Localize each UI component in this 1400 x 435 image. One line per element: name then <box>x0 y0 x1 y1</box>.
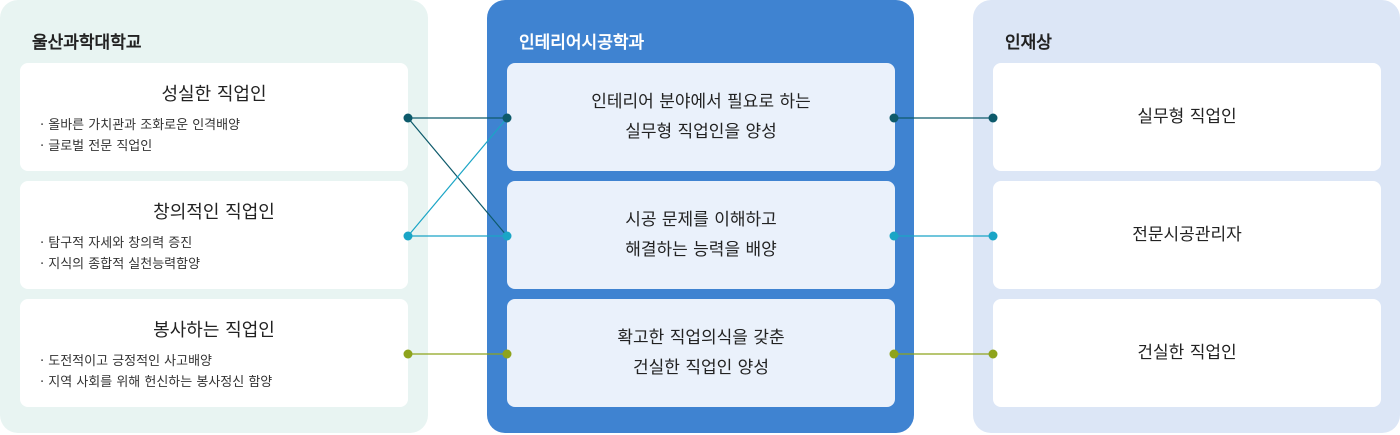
talent-item-label: 전문시공관리자 <box>1132 225 1242 245</box>
university-panel: 울산과학대학교 성실한 직업인 올바른 가치관과 조화로운 인격배양 글로벌 전… <box>0 0 428 433</box>
univ-item-creative: 창의적인 직업인 탐구적 자세와 창의력 증진 지식의 종합적 실천능력함양 <box>20 181 408 289</box>
dept-goal-line1: 확고한 직업의식을 갖춘 <box>617 328 785 348</box>
univ-item-bullets: 올바른 가치관과 조화로운 인격배양 글로벌 전문 직업인 <box>40 115 240 157</box>
univ-item-bullets: 탐구적 자세와 창의력 증진 지식의 종합적 실천능력함양 <box>40 233 200 275</box>
univ-item-title: 성실한 직업인 <box>161 84 267 105</box>
university-title: 울산과학대학교 <box>32 33 142 53</box>
department-title: 인테리어시공학과 <box>519 33 645 53</box>
bullet: 지역 사회를 위해 헌신하는 봉사정신 함양 <box>40 372 272 393</box>
talent-panel: 인재상 실무형 직업인 전문시공관리자 건실한 직업인 <box>973 0 1400 433</box>
bullet: 도전적이고 긍정적인 사고배양 <box>40 351 272 372</box>
bullet: 글로벌 전문 직업인 <box>40 136 240 157</box>
univ-item-title: 봉사하는 직업인 <box>153 320 275 341</box>
univ-item-title: 창의적인 직업인 <box>153 202 275 223</box>
talent-item-construction-manager: 전문시공관리자 <box>993 181 1381 289</box>
univ-item-bullets: 도전적이고 긍정적인 사고배양 지역 사회를 위해 헌신하는 봉사정신 함양 <box>40 351 272 393</box>
dept-goal-line2: 실무형 직업인을 양성 <box>625 122 777 142</box>
dept-goal-problem-solving: 시공 문제를 이해하고 해결하는 능력을 배양 <box>507 181 895 289</box>
univ-item-service: 봉사하는 직업인 도전적이고 긍정적인 사고배양 지역 사회를 위해 헌신하는 … <box>20 299 408 407</box>
dept-goal-practical: 인테리어 분야에서 필요로 하는 실무형 직업인을 양성 <box>507 63 895 171</box>
bullet: 탐구적 자세와 창의력 증진 <box>40 233 200 254</box>
dept-goal-line2: 해결하는 능력을 배양 <box>625 240 777 260</box>
talent-item-sound: 건실한 직업인 <box>993 299 1381 407</box>
talent-item-label: 실무형 직업인 <box>1137 107 1237 127</box>
department-panel: 인테리어시공학과 인테리어 분야에서 필요로 하는 실무형 직업인을 양성 시공… <box>487 0 914 433</box>
dept-goal-professionalism: 확고한 직업의식을 갖춘 건실한 직업인 양성 <box>507 299 895 407</box>
talent-item-practical: 실무형 직업인 <box>993 63 1381 171</box>
talent-item-label: 건실한 직업인 <box>1137 343 1237 363</box>
dept-goal-line1: 시공 문제를 이해하고 <box>625 210 777 230</box>
talent-title: 인재상 <box>1005 33 1052 53</box>
dept-goal-line1: 인테리어 분야에서 필요로 하는 <box>591 92 811 112</box>
bullet: 올바른 가치관과 조화로운 인격배양 <box>40 115 240 136</box>
dept-goal-line2: 건실한 직업인 양성 <box>633 358 769 378</box>
bullet: 지식의 종합적 실천능력함양 <box>40 254 200 275</box>
univ-item-sincere: 성실한 직업인 올바른 가치관과 조화로운 인격배양 글로벌 전문 직업인 <box>20 63 408 171</box>
